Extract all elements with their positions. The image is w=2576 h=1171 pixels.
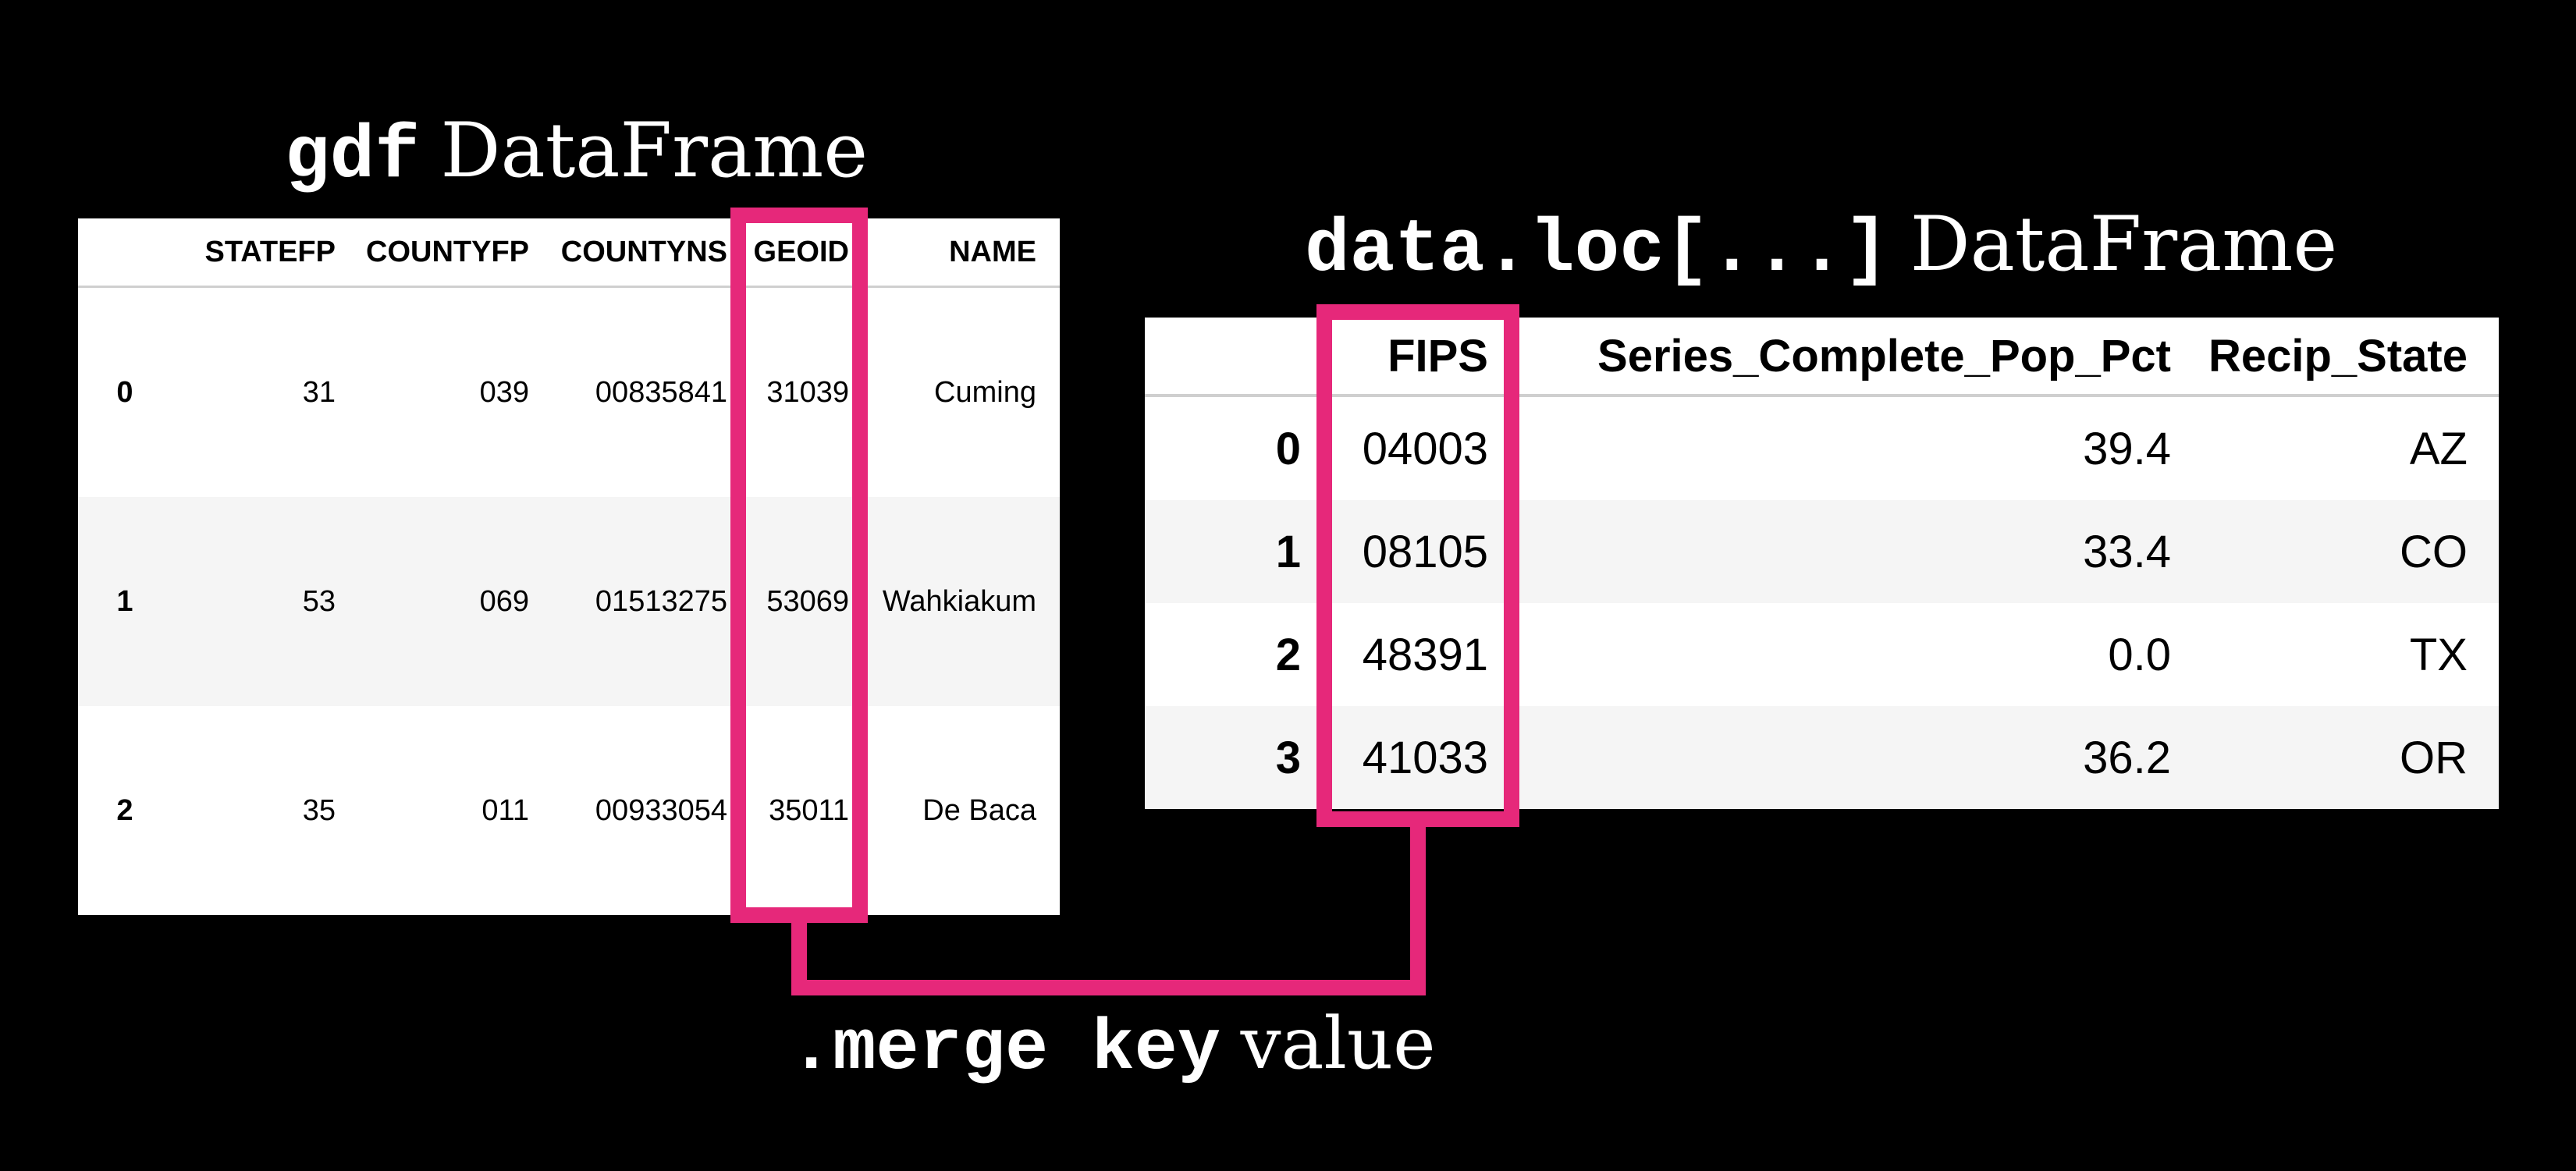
row-index: 3: [1275, 732, 1301, 783]
recip-state-cell: TX: [2409, 629, 2468, 680]
pop-pct-cell: 0.0: [2108, 629, 2171, 680]
pop-pct-cell: 36.2: [2083, 732, 2171, 783]
gdf-header-name: NAME: [849, 218, 1060, 288]
gdf-header-countyns: COUNTYNS: [529, 218, 727, 288]
table-row: 1 53 069 01513275 53069 Wahkiakum: [78, 497, 1060, 706]
data-header-series-complete-pop-pct: Series_Complete_Pop_Pct: [1512, 318, 2171, 397]
data-loc-table: FIPS Series_Complete_Pop_Pct Recip_State…: [1145, 318, 2499, 809]
merge-key-code: .merge key: [790, 1008, 1221, 1090]
name-cell: Wahkiakum: [882, 584, 1036, 618]
statefp-cell: 31: [302, 375, 336, 409]
geoid-cell: 31039: [766, 375, 849, 409]
table-row: 3 41033 36.2 OR: [1145, 706, 2499, 809]
gdf-header-row: STATEFP COUNTYFP COUNTYNS GEOID NAME: [78, 218, 1060, 288]
geoid-cell: 35011: [769, 793, 849, 827]
gdf-title-text: DataFrame: [440, 107, 869, 194]
gdf-header-geoid: GEOID: [727, 218, 849, 288]
statefp-cell: 53: [302, 584, 336, 618]
countyns-cell: 00835841: [595, 375, 727, 409]
geoid-cell: 53069: [766, 584, 849, 618]
row-index: 0: [116, 375, 133, 409]
data-loc-title-text: DataFrame: [1910, 200, 2338, 288]
table-row: 1 08105 33.4 CO: [1145, 500, 2499, 603]
countyfp-cell: 039: [479, 375, 529, 409]
row-index: 1: [1275, 526, 1301, 577]
table-row: 2 48391 0.0 TX: [1145, 603, 2499, 706]
gdf-header-countyfp: COUNTYFP: [336, 218, 529, 288]
name-cell: De Baca: [922, 793, 1036, 827]
fips-cell: 41033: [1362, 732, 1488, 783]
table-row: 2 35 011 00933054 35011 De Baca: [78, 706, 1060, 915]
recip-state-cell: CO: [2400, 526, 2468, 577]
row-index: 2: [1275, 629, 1301, 680]
data-loc-title-code: data.loc[...]: [1305, 208, 1889, 293]
gdf-header-statefp: STATEFP: [172, 218, 336, 288]
table-row: 0 04003 39.4 AZ: [1145, 396, 2499, 500]
pop-pct-cell: 39.4: [2083, 423, 2171, 474]
data-loc-dataframe-title: data.loc[...] DataFrame: [1305, 207, 2337, 288]
name-cell: Cuming: [934, 375, 1036, 409]
merge-key-caption: .merge key value: [790, 1008, 1436, 1085]
gdf-table: STATEFP COUNTYFP COUNTYNS GEOID NAME 0 3…: [78, 218, 1060, 915]
gdf-dataframe-title: gdf DataFrame: [285, 113, 868, 194]
statefp-cell: 35: [302, 793, 336, 827]
countyfp-cell: 069: [479, 584, 529, 618]
data-header-row: FIPS Series_Complete_Pop_Pct Recip_State: [1145, 318, 2499, 397]
merge-key-text: value: [1240, 1002, 1436, 1085]
gdf-title-code: gdf: [285, 114, 420, 199]
countyns-cell: 01513275: [595, 584, 727, 618]
fips-cell: 48391: [1362, 629, 1488, 680]
countyns-cell: 00933054: [595, 793, 727, 827]
fips-cell: 04003: [1362, 423, 1488, 474]
row-index: 2: [116, 793, 133, 827]
data-header-fips: FIPS: [1324, 318, 1512, 397]
row-index: 0: [1275, 423, 1301, 474]
fips-cell: 08105: [1362, 526, 1488, 577]
table-row: 0 31 039 00835841 31039 Cuming: [78, 287, 1060, 498]
gdf-index-header: [78, 218, 172, 288]
data-index-header: [1145, 318, 1324, 397]
recip-state-cell: OR: [2400, 732, 2468, 783]
recip-state-cell: AZ: [2409, 423, 2468, 474]
data-header-recip-state: Recip_State: [2171, 318, 2499, 397]
countyfp-cell: 011: [481, 793, 529, 827]
row-index: 1: [116, 584, 133, 618]
pop-pct-cell: 33.4: [2083, 526, 2171, 577]
